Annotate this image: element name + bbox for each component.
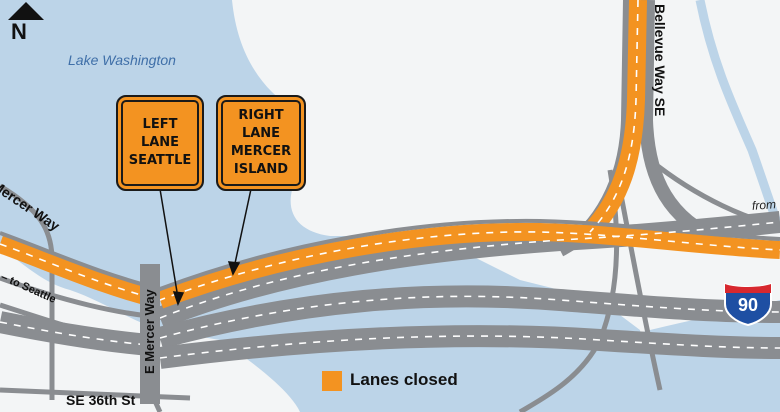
e-mercer-way-road <box>140 264 160 404</box>
sign-left-lane-seattle: LEFT LANE SEATTLE <box>116 95 204 191</box>
from-label: from <box>751 197 777 213</box>
legend-label: Lanes closed <box>350 370 458 389</box>
interstate-number: 90 <box>737 295 759 315</box>
lake-water-channel <box>540 300 780 412</box>
creek <box>695 0 780 232</box>
sign-right-text: RIGHT LANE MERCER ISLAND <box>230 108 292 177</box>
callout-lines <box>159 188 252 307</box>
north-label: N <box>11 19 27 44</box>
lake-label: Lake Washington <box>68 52 176 68</box>
interstate-shield-icon <box>724 282 772 326</box>
sign-left-text: LEFT LANE SEATTLE <box>128 117 192 168</box>
se-36th-st-label: SE 36th St <box>66 392 136 408</box>
north-arrow-icon <box>8 2 44 20</box>
lane-dashes <box>0 0 780 359</box>
e-mercer-way-label: E Mercer Way <box>142 289 157 374</box>
legend-swatch-closed <box>322 371 342 391</box>
closed-lane-edges <box>0 218 780 292</box>
bellevue-way-label: Bellevue Way SE <box>652 4 668 117</box>
sign-right-lane-mercer-island: RIGHT LANE MERCER ISLAND <box>216 95 306 191</box>
